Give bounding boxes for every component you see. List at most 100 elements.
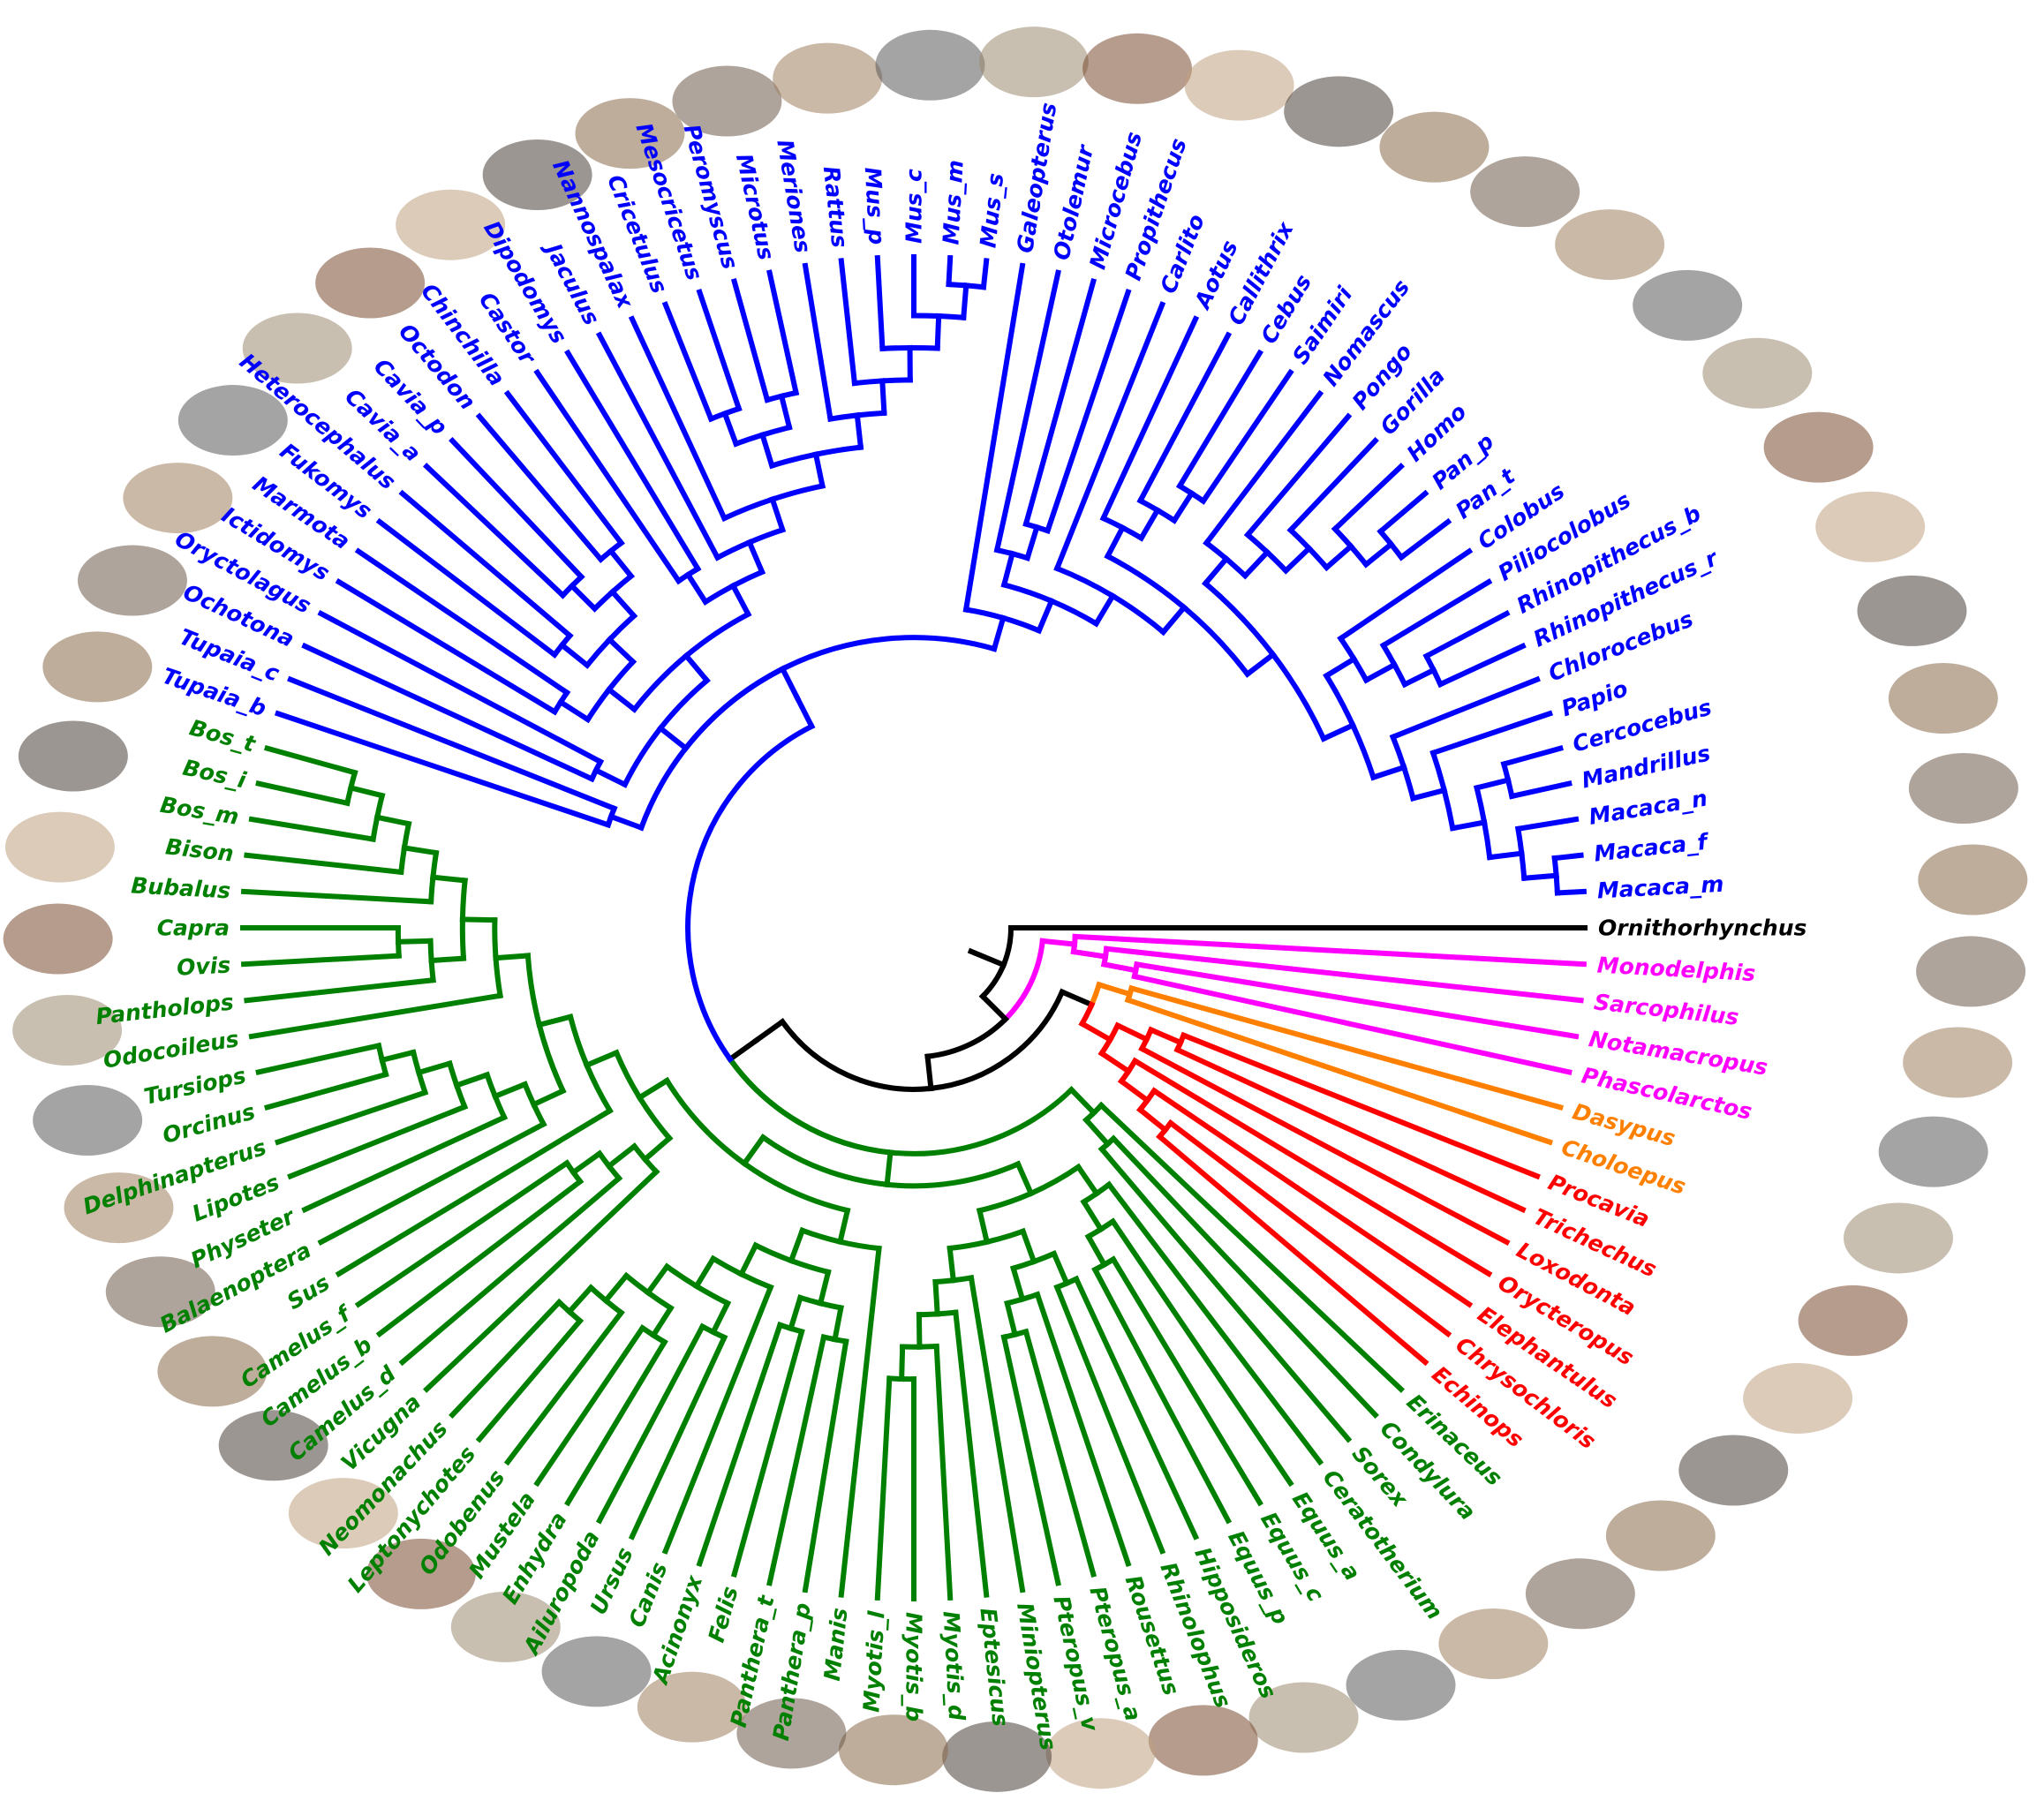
- branch: [838, 1245, 882, 1598]
- animal-illustration: [1248, 1682, 1359, 1753]
- branch: [1521, 872, 1559, 881]
- branch: [961, 282, 969, 320]
- branch: [779, 665, 801, 702]
- node-arc: [924, 1015, 1010, 1059]
- leaf-label: Myotis_d: [938, 1610, 969, 1722]
- node-arc: [698, 1322, 717, 1336]
- node-arc: [663, 1076, 749, 1168]
- node-arc: [1136, 1096, 1151, 1114]
- animal-illustration: [218, 1410, 328, 1481]
- branch: [976, 1207, 991, 1246]
- branch: [475, 412, 605, 563]
- node-arc: [720, 495, 776, 523]
- leaf-label: Odocoileus: [102, 1026, 241, 1074]
- branch: [1514, 816, 1580, 832]
- node-arc: [1337, 635, 1358, 663]
- branch: [1243, 651, 1278, 678]
- node-arc: [1091, 1261, 1108, 1274]
- root-stem: [967, 947, 1007, 968]
- branch: [766, 1334, 827, 1586]
- node-arc: [1519, 850, 1527, 881]
- branch: [1092, 591, 1117, 628]
- branch: [592, 766, 629, 788]
- node-arc: [1263, 548, 1290, 575]
- branch: [1131, 973, 1573, 1075]
- node-arc: [1323, 672, 1357, 729]
- leaf-label: Mus_s: [975, 172, 1008, 250]
- animal-illustration: [42, 631, 153, 703]
- node-arc: [1505, 776, 1515, 800]
- branch: [317, 609, 605, 765]
- branch: [1134, 960, 1580, 1040]
- node-arc: [796, 1294, 824, 1307]
- branch: [1022, 278, 1097, 528]
- branch: [752, 1018, 787, 1044]
- node-arc: [751, 1241, 795, 1264]
- branch: [836, 1207, 851, 1246]
- animal-illustration: [77, 545, 187, 616]
- branch: [449, 437, 585, 581]
- branch: [375, 517, 559, 659]
- branch: [248, 816, 377, 843]
- branch: [968, 1275, 1026, 1593]
- branch: [1019, 1227, 1037, 1265]
- branch: [428, 955, 467, 964]
- node-arc: [729, 568, 766, 590]
- node-arc: [907, 344, 940, 351]
- node-arc: [663, 1262, 701, 1291]
- node-arc: [778, 389, 800, 400]
- node-arc: [836, 1239, 882, 1252]
- node-arc: [397, 844, 408, 876]
- branch: [607, 546, 635, 580]
- branch: [1166, 1119, 1452, 1338]
- node-arc: [1001, 938, 1046, 1023]
- node-arc: [606, 612, 638, 644]
- branch: [1437, 642, 1527, 689]
- branch: [354, 547, 571, 697]
- animal-illustration: [1633, 269, 1743, 341]
- animal-illustration: [1888, 663, 1998, 734]
- animal-illustration: [482, 139, 592, 211]
- node-arc: [1082, 1109, 1098, 1124]
- branch: [1131, 1057, 1493, 1277]
- branch: [1137, 506, 1162, 542]
- branch: [317, 1120, 547, 1247]
- leaf-label: Macaca_n: [1587, 785, 1708, 830]
- animal-illustration: [177, 385, 288, 456]
- animal-illustration: [1798, 1284, 1908, 1356]
- branch: [993, 269, 1061, 554]
- animal-illustration: [1815, 491, 1926, 562]
- node-arc: [636, 1094, 674, 1142]
- branch: [503, 389, 625, 547]
- node-arc: [1331, 524, 1355, 551]
- node-arc: [827, 412, 861, 423]
- node-arc: [769, 482, 826, 503]
- branch: [1000, 1334, 1061, 1586]
- branch: [1147, 1026, 1185, 1046]
- node-arc: [347, 769, 358, 792]
- branch: [1389, 675, 1541, 741]
- branch: [1474, 776, 1512, 792]
- node-arc: [638, 1324, 658, 1339]
- branch: [1014, 1160, 1035, 1197]
- leaf-label: Tursiops: [141, 1062, 248, 1110]
- branch: [379, 1049, 417, 1064]
- node-arc: [1391, 660, 1408, 689]
- node-arc: [886, 1375, 905, 1382]
- node-arc: [601, 1296, 625, 1317]
- node-arc: [621, 724, 665, 788]
- node-arc: [1350, 655, 1370, 684]
- branch: [530, 1087, 567, 1109]
- branch: [398, 1174, 623, 1367]
- branch: [696, 1322, 784, 1568]
- branch: [1156, 1133, 1429, 1367]
- node-arc: [779, 635, 998, 673]
- animal-illustration-ring: [3, 26, 2028, 1792]
- branch: [558, 641, 592, 669]
- branch: [1379, 578, 1493, 650]
- node-arc: [1305, 544, 1331, 572]
- branch: [1124, 996, 1554, 1146]
- leaf-label: Monodelphis: [1596, 952, 1756, 986]
- node-arc: [928, 988, 1066, 1092]
- branch: [1009, 1264, 1026, 1303]
